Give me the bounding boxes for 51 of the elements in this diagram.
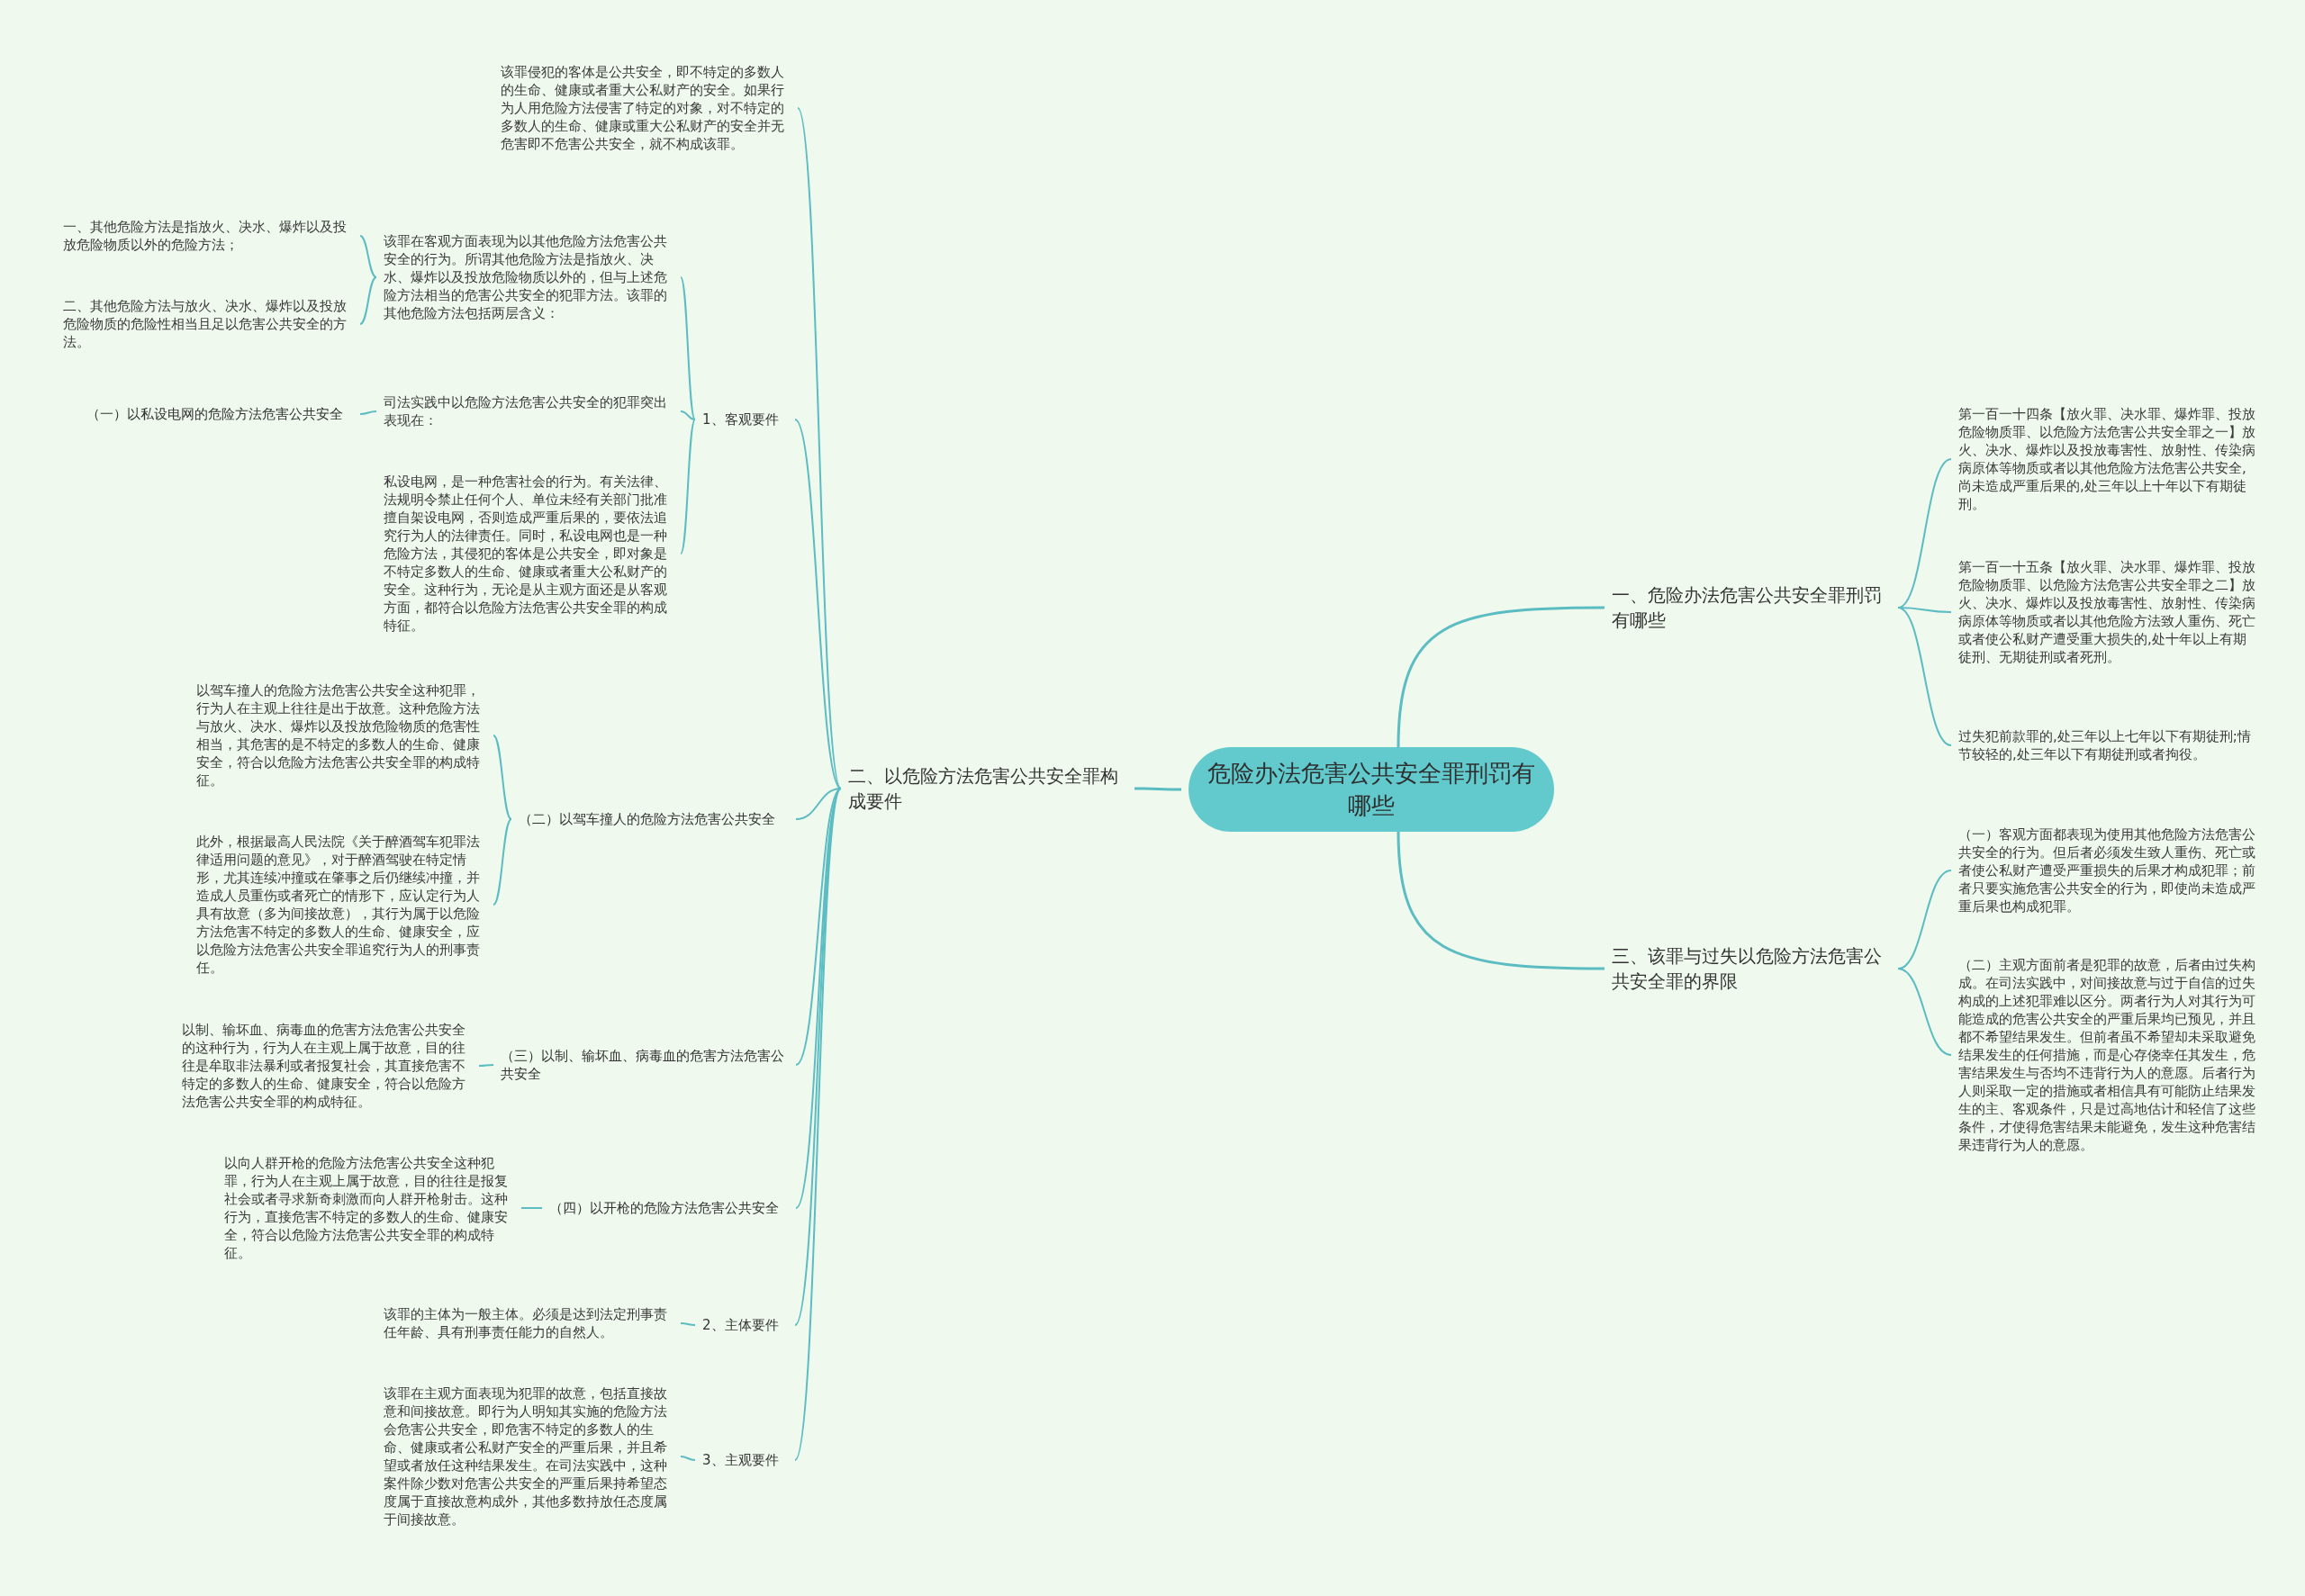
note-text: 该罪侵犯的客体是公共安全，即不特定的多数人的生命、健康或者重大公私财产的安全。如果行为人用危险方法侵害了特定的对象，对不特定的多数人的生命、健康或重大公私财产的安全并无危害即不危害公共安全，就不构成该罪。 xyxy=(501,63,791,153)
connector-line xyxy=(794,788,842,1461)
connector-line xyxy=(680,1322,696,1326)
connector-line xyxy=(680,410,696,420)
connector-line xyxy=(680,276,696,420)
connector-line xyxy=(1397,831,1604,970)
note-text: 该罪在主观方面表现为犯罪的故意，包括直接故意和间接故意。即行为人明知其实施的危险方法会危害公共安全，即危害不特定的多数人的生命、健康或者公私财产安全的严重后果，并且希望或者放任这种结果发生。在司法实践中，这种案件除少数对危害公共安全的严重后果持希望态度属于直接故意构成外，其他多数持放任态度属于间接故意。 xyxy=(384,1384,673,1528)
subtopic-text: 1、客观要件 xyxy=(702,410,788,428)
note-text: 该罪的主体为一般主体。必须是达到法定刑事责任年龄、具有刑事责任能力的自然人。 xyxy=(384,1305,673,1341)
connector-line xyxy=(1897,968,1952,1056)
connector-line xyxy=(359,276,377,325)
connector-line xyxy=(1397,606,1604,748)
note-text: （一）客观方面都表现为使用其他危险方法危害公共安全的行为。但后者必须发生致人重伤、死亡或者使公私财产遭受严重损失的后果才构成犯罪；前者只要实施危害公共安全的行为，即使尚未造成严重后果也构成犯罪。 xyxy=(1958,825,2255,915)
connector-line xyxy=(478,1064,494,1067)
connector-line xyxy=(493,735,512,820)
subtopic-text: 2、主体要件 xyxy=(702,1316,788,1334)
note-text: 以制、输坏血、病毒血的危害方法危害公共安全的这种行为，行为人在主观上属于故意，目的往往是牟取非法暴利或者报复社会，其直接危害不特定的多数人的生命、健康安全，符合以危险方法危害公共安全罪的构成特征。 xyxy=(182,1021,472,1111)
subtopic-text: （二）以驾车撞人的危险方法危害公共安全 xyxy=(519,810,789,828)
connector-line xyxy=(680,419,696,555)
connector-line xyxy=(493,818,512,906)
connector-line xyxy=(795,788,842,1209)
subtopic-text: （三）以制、输坏血、病毒血的危害方法危害公共安全 xyxy=(501,1047,789,1083)
connector-line xyxy=(359,235,377,278)
branch-topic: 三、该罪与过失以危险方法危害公共安全罪的界限 xyxy=(1612,943,1891,994)
connector-line xyxy=(520,1207,543,1209)
note-text: 此外，根据最高人民法院《关于醉酒驾车犯罪法律适用问题的意见》，对于醉酒驾驶在特定情形，尤其连续冲撞或在肇事之后仍继续冲撞，并造成人员重伤或者死亡的情形下，应认定行为人具有故意（多为间接故意），其行为属于以危险方法危害不特定的多数人的生命、健康安全，应以危险方法危害公共安全罪追究行为人的刑事责任。 xyxy=(196,833,486,977)
note-text: 过失犯前款罪的,处三年以上七年以下有期徒刑;情节较轻的,处三年以下有期徒刑或者拘役。 xyxy=(1958,727,2255,763)
connector-line xyxy=(794,419,842,789)
connector-line xyxy=(1897,607,1952,746)
connector-line xyxy=(1897,458,1952,609)
central-topic: 危险办法危害公共安全罪刑罚有哪些 xyxy=(1189,747,1554,832)
branch-topic: 二、以危险方法危害公共安全罪构成要件 xyxy=(848,763,1127,814)
connector-line xyxy=(795,788,842,820)
connector-line xyxy=(1134,787,1181,791)
subtopic-text: （一）以私设电网的危险方法危害公共安全 xyxy=(86,405,353,423)
note-text: 私设电网，是一种危害社会的行为。有关法律、法规明令禁止任何个人、单位未经有关部门批准擅自架设电网，否则造成严重后果的，要依法追究行为人的法律责任。同时，私设电网也是一种危险方法，其侵犯的客体是公共安全，即对象是不特定多数人的生命、健康或者重大公私财产的安全。这种行为，无论是从主观方面还是从客观方面，都符合以危险方法危害公共安全罪的构成特征。 xyxy=(384,473,673,635)
note-text: 二、其他危险方法与放火、决水、爆炸以及投放危险物质的危险性相当且足以危害公共安全的方法。 xyxy=(63,297,353,351)
subtopic-text: 3、主观要件 xyxy=(702,1451,788,1469)
connector-line xyxy=(680,1456,696,1461)
branch-topic: 一、危险办法危害公共安全罪刑罚有哪些 xyxy=(1612,582,1891,633)
connector-line xyxy=(795,788,842,1066)
connector-line xyxy=(359,410,377,415)
note-text: 该罪在客观方面表现为以其他危险方法危害公共安全的行为。所谓其他危险方法是指放火、决水、爆炸以及投放危险物质以外的，但与上述危险方法相当的危害公共安全的犯罪方法。该罪的其他危险方法包括两层含义： xyxy=(384,232,673,322)
note-text: （二）主观方面前者是犯罪的故意，后者由过失构成。在司法实践中，对间接故意与过于自信的过失构成的上述犯罪难以区分。两者行为人对其行为可能造成的危害公共安全的严重后果均已预见，并且都不希望结果发生。但前者虽不希望却未采取避免结果发生的任何措施，而是心存侥幸任其发生，危害结果发生与否均不违背行为人的意愿。后者行为人则采取一定的措施或者相信具有可能防止结果发生的主、客观条件，只是过高地估计和轻信了这些条件，才使得危害结果未能避免，发生这种危害结果违背行为人的意愿。 xyxy=(1958,956,2255,1154)
note-text: 以向人群开枪的危险方法危害公共安全这种犯罪，行为人在主观上属于故意，目的往往是报复社会或者寻求新奇刺激而向人群开枪射击。这种行为，直接危害不特定的多数人的生命、健康安全，符合以危险方法危害公共安全罪的构成特征。 xyxy=(224,1154,514,1262)
subtopic-text: （四）以开枪的危险方法危害公共安全 xyxy=(549,1199,789,1217)
note-text: 一、其他危险方法是指放火、决水、爆炸以及投放危险物质以外的危险方法； xyxy=(63,218,353,254)
note-text: 司法实践中以危险方法危害公共安全的犯罪突出表现在： xyxy=(384,393,673,429)
note-text: 第一百一十四条【放火罪、决水罪、爆炸罪、投放危险物质罪、以危险方法危害公共安全罪之一】放火、决水、爆炸以及投放毒害性、放射性、传染病病原体等物质或者以其他危险方法危害公共安全,尚未造成严重后果的,处三年以上十年以下有期徒刑。 xyxy=(1958,405,2255,513)
note-text: 第一百一十五条【放火罪、决水罪、爆炸罪、投放危险物质罪、以危险方法危害公共安全罪之二】放火、决水、爆炸以及投放毒害性、放射性、传染病病原体等物质或者以其他危险方法致人重伤、死亡或者使公私财产遭受重大损失的,处十年以上有期徒刑、无期徒刑或者死刑。 xyxy=(1958,558,2255,666)
note-text: 以驾车撞人的危险方法危害公共安全这种犯罪，行为人在主观上往往是出于故意。这种危险方法与放火、决水、爆炸以及投放危险物质的危害性相当，其危害的是不特定的多数人的生命、健康安全，符合以危险方法危害公共安全罪的构成特征。 xyxy=(196,681,486,789)
